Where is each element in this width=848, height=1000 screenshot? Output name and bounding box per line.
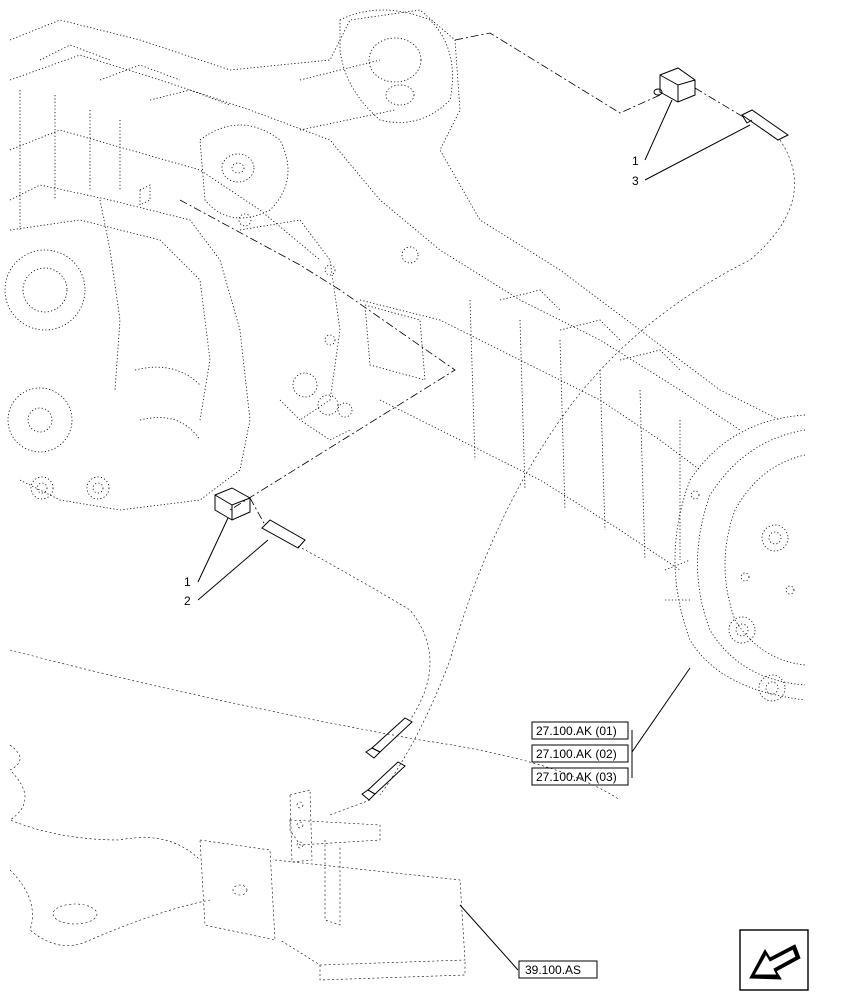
- ref-box-frame[interactable]: [518, 960, 598, 979]
- chassis-frame: [9, 649, 621, 981]
- wheel-hub: [664, 414, 806, 702]
- callout-1-left: 1: [184, 575, 191, 589]
- callout-3: 3: [632, 174, 639, 188]
- frame-reference-group: 39.100.AS: [518, 960, 598, 979]
- callout-1-top: 1: [632, 154, 639, 168]
- ref-box-axle-01[interactable]: [531, 721, 629, 740]
- harness-routing: [179, 32, 795, 816]
- sensor-assembly-left: [214, 487, 306, 549]
- ref-label-axle-01: 27.100.AK (01): [536, 724, 617, 738]
- ref-label-axle-03: 27.100.AK (03): [536, 770, 617, 784]
- arrow-navigation-icon[interactable]: [739, 929, 809, 991]
- callout-leaders: [197, 99, 751, 971]
- connector-plugs: [361, 717, 413, 801]
- callout-2: 2: [184, 594, 191, 608]
- ref-label-axle-02: 27.100.AK (02): [536, 747, 617, 761]
- axle-reference-group: 27.100.AK (01) 27.100.AK (02) 27.100.AK …: [531, 721, 629, 786]
- ref-box-axle-03[interactable]: [531, 767, 629, 786]
- ref-box-axle-02[interactable]: [531, 744, 629, 763]
- ref-label-frame: 39.100.AS: [525, 963, 581, 977]
- sensor-assembly-top: [653, 67, 789, 141]
